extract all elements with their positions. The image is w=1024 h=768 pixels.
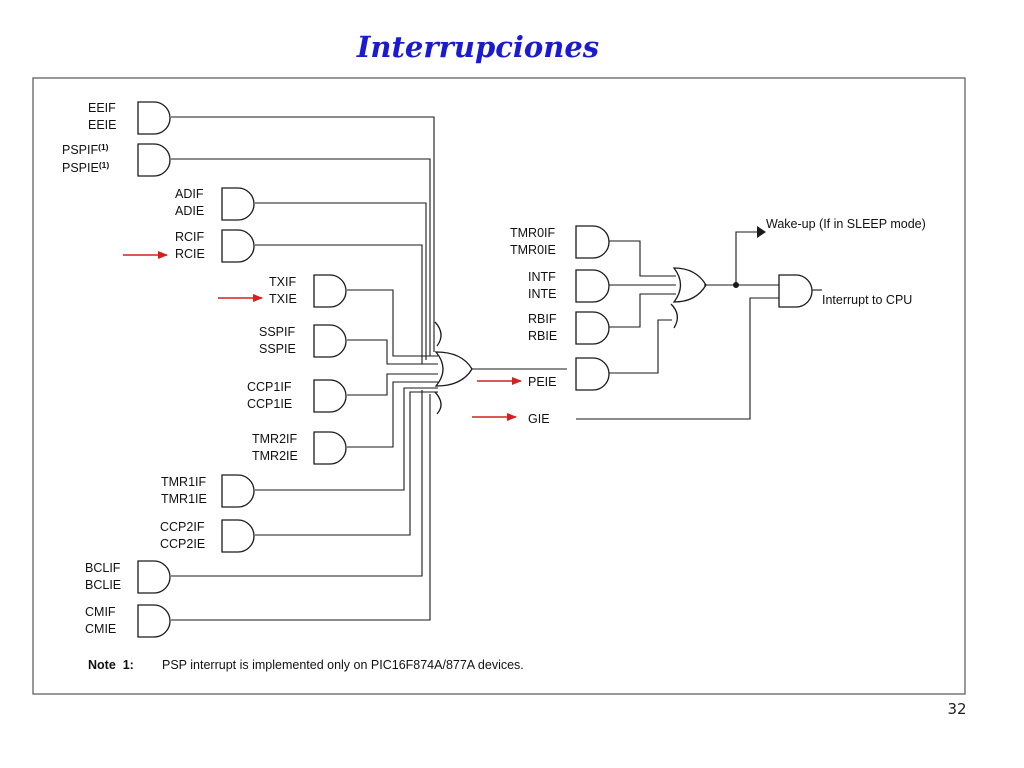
label-pspif: PSPIF(1)	[62, 142, 109, 157]
and-gate-ccp2if	[221, 519, 255, 553]
label-adie: ADIE	[175, 204, 204, 218]
label-rbif: RBIF	[528, 312, 557, 326]
label-interrupt-to-cpu: Interrupt to CPU	[822, 293, 912, 307]
and-gate-tmr0if	[575, 225, 610, 259]
label-cmie: CMIE	[85, 622, 116, 636]
peripheral-or-gate	[434, 351, 473, 387]
slide-title: Interrupciones	[356, 30, 600, 64]
label-inte: INTE	[528, 287, 556, 301]
label-ccp2if: CCP2IF	[160, 520, 205, 534]
and-gate-bclif	[137, 560, 171, 594]
and-gate-rcif	[221, 229, 255, 263]
label-intf: INTF	[528, 270, 556, 284]
label-rcie: RCIE	[175, 247, 205, 261]
junction-dot	[733, 282, 739, 288]
label-sspif: SSPIF	[259, 325, 295, 339]
and-gates	[137, 101, 813, 638]
label-rbie: RBIE	[528, 329, 557, 343]
label-eeie: EEIE	[88, 118, 117, 132]
note-text: PSP interrupt is implemented only on PIC…	[162, 658, 524, 672]
and-gate-output	[778, 274, 813, 308]
label-adif: ADIF	[175, 187, 204, 201]
and-gate-peie	[575, 357, 610, 391]
and-gate-txif	[313, 274, 347, 308]
and-gate-tmr1if	[221, 474, 255, 508]
label-tmr2if: TMR2IF	[252, 432, 298, 446]
wakeup-arrowhead	[757, 226, 766, 238]
label-tmr0if: TMR0IF	[510, 226, 556, 240]
and-gate-ccp1if	[313, 379, 347, 413]
label-txie: TXIE	[269, 292, 297, 306]
label-ccp1if: CCP1IF	[247, 380, 292, 394]
label-peie: PEIE	[528, 375, 557, 389]
label-ccp1ie: CCP1IE	[247, 397, 292, 411]
label-eeif: EEIF	[88, 101, 116, 115]
and-gate-tmr2if	[313, 431, 347, 465]
note-label: Note 1:	[88, 658, 134, 672]
label-sspie: SSPIE	[259, 342, 296, 356]
and-gate-adif	[221, 187, 255, 221]
label-bclie: BCLIE	[85, 578, 121, 592]
label-tmr1ie: TMR1IE	[161, 492, 207, 506]
label-ccp2ie: CCP2IE	[160, 537, 205, 551]
label-rcif: RCIF	[175, 230, 205, 244]
diagram-frame	[32, 77, 966, 695]
label-tmr1if: TMR1IF	[161, 475, 207, 489]
label-tmr2ie: TMR2IE	[252, 449, 298, 463]
main-or-gate	[672, 267, 707, 303]
highlight-arrows	[123, 251, 522, 421]
label-tmr0ie: TMR0IE	[510, 243, 556, 257]
and-gate-eeif	[137, 101, 171, 135]
and-gate-rbif	[575, 311, 610, 345]
wires	[171, 116, 822, 621]
label-bclif: BCLIF	[85, 561, 121, 575]
and-gate-intf	[575, 269, 610, 303]
label-txif: TXIF	[269, 275, 296, 289]
and-gate-cmif	[137, 604, 171, 638]
label-pspie: PSPIE(1)	[62, 160, 109, 175]
and-gate-sspif	[313, 324, 347, 358]
and-gate-pspif	[137, 143, 171, 177]
label-wakeup: Wake-up (If in SLEEP mode)	[766, 217, 926, 231]
or-gates	[434, 267, 707, 415]
label-gie: GIE	[528, 412, 550, 426]
input-labels: EEIF EEIE PSPIF(1) PSPIE(1) ADIF ADIE RC…	[62, 101, 557, 636]
page-number: 32	[947, 700, 967, 718]
label-cmif: CMIF	[85, 605, 116, 619]
